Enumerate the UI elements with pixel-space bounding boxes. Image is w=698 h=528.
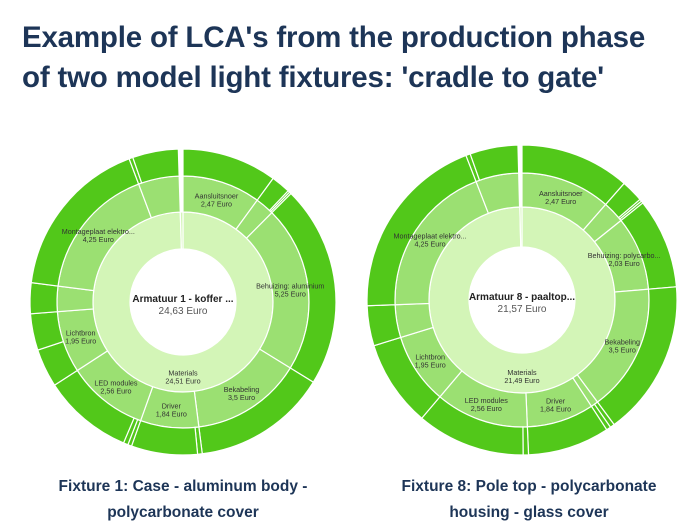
segment-label: Aansluitsnoer	[195, 191, 239, 200]
caption-line-1: Fixture 8: Pole top - polycarbonate	[401, 478, 657, 495]
segment-label: Lichtbron	[415, 353, 445, 362]
segment-label: Montageplaat elektro...	[62, 227, 135, 236]
segment-value: 2,47 Euro	[545, 197, 576, 206]
title-line-1: Example of LCA's from the production pha…	[22, 21, 646, 54]
segment-label: Behuizing: aluminium	[256, 281, 324, 290]
caption-line-1: Fixture 1: Case - aluminum body -	[58, 478, 308, 495]
segment-value: 2,47 Euro	[201, 199, 232, 208]
outer-segment[interactable]	[469, 144, 520, 182]
segment-value: 5,25 Euro	[275, 289, 306, 298]
segment-value: 24,51 Euro	[165, 377, 200, 386]
segment-label: Aansluitsnoer	[539, 189, 583, 198]
caption-line-2: polycarbonate cover	[107, 504, 259, 521]
segment-value: 1,84 Euro	[540, 405, 571, 414]
segment-label: Montageplaat elektro...	[394, 232, 467, 241]
segment-value: 3,5 Euro	[609, 345, 636, 354]
segment-value: 4,25 Euro	[415, 240, 446, 249]
segment-value: 4,25 Euro	[83, 235, 114, 244]
segment-label: Materials	[507, 368, 537, 377]
caption-line-2: housing - glass cover	[449, 504, 609, 521]
segment-value: 2,03 Euro	[609, 259, 640, 268]
inner-segment[interactable]	[179, 211, 184, 250]
page-title: Example of LCA's from the production pha…	[22, 18, 692, 98]
outer-segment[interactable]	[29, 281, 59, 315]
segment-label: Bekabeling	[224, 385, 260, 394]
segment-label: Behuizing: polycarbo...	[588, 251, 661, 260]
title-line-2: of two model light fixtures: 'cradle to …	[22, 61, 604, 94]
segment-value: 21,49 Euro	[504, 376, 539, 385]
segment-label: Materials	[168, 369, 198, 378]
center-total: 24,63 Euro	[159, 306, 208, 317]
fixture-1-caption: Fixture 1: Case - aluminum body - polyca…	[18, 474, 348, 526]
segment-value: 3,5 Euro	[228, 393, 255, 402]
fixture-8-caption: Fixture 8: Pole top - polycarbonate hous…	[364, 474, 694, 526]
outer-segment[interactable]	[132, 148, 180, 184]
segment-label: Driver	[546, 397, 566, 406]
outer-segment[interactable]	[522, 426, 530, 456]
segment-label: LED modules	[94, 379, 138, 388]
segment-value: 2,56 Euro	[100, 387, 131, 396]
outer-segment[interactable]	[366, 304, 402, 347]
segment-value: 1,95 Euro	[415, 361, 446, 370]
center-total: 21,57 Euro	[498, 304, 547, 315]
segment-label: Lichtbron	[66, 329, 96, 338]
segment-value: 2,56 Euro	[471, 404, 502, 413]
segment-label: Driver	[162, 401, 182, 410]
segment-label: Bekabeling	[604, 337, 640, 346]
segment-value: 1,95 Euro	[65, 337, 96, 346]
inner-segment[interactable]	[519, 206, 523, 248]
center-title: Armatuur 1 - koffer ...	[132, 294, 233, 305]
center-title: Armatuur 8 - paaltop...	[469, 292, 575, 303]
segment-value: 1,84 Euro	[156, 409, 187, 418]
segment-label: LED modules	[465, 396, 509, 405]
